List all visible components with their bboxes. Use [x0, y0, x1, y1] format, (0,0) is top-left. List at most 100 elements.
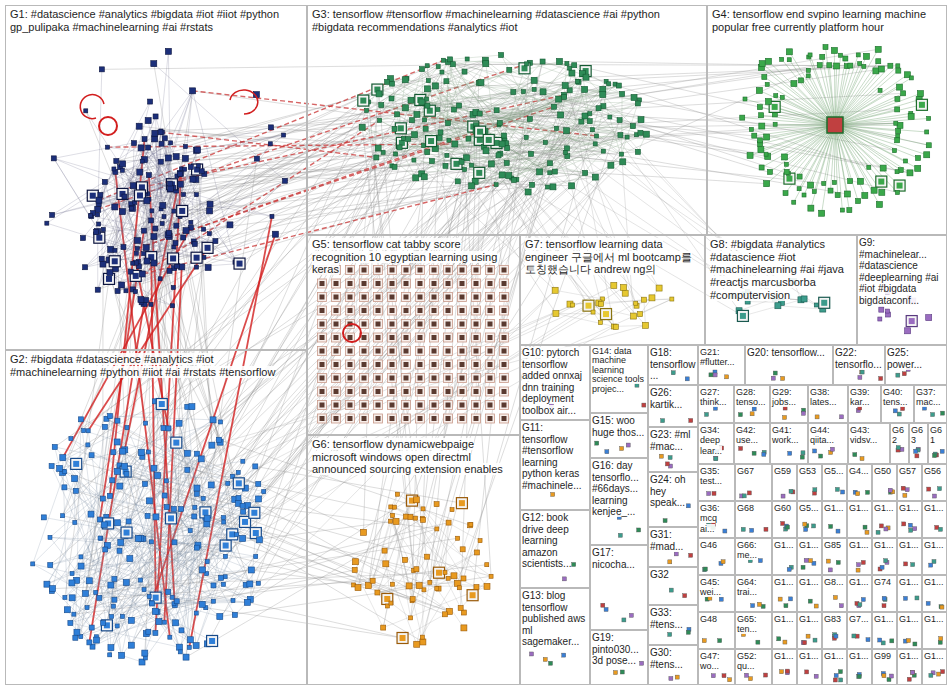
vertex: [582, 113, 588, 119]
vertex: [117, 483, 123, 489]
vertex: [358, 95, 369, 106]
vertex: [499, 141, 505, 147]
vertex: [72, 476, 78, 482]
vertex-image: [112, 258, 118, 264]
vertex: [135, 535, 141, 541]
tie-line: [70, 545, 198, 623]
vertex: [268, 142, 272, 146]
vertex: [207, 635, 218, 646]
vertex: [426, 79, 430, 83]
vertex: [108, 653, 112, 657]
vertex: [158, 277, 162, 281]
vertex: [196, 164, 200, 168]
tie-line: [65, 472, 450, 612]
tie-line: [74, 479, 75, 523]
tie-line: [115, 92, 514, 207]
tie-line: [88, 248, 207, 431]
vertex: [168, 185, 174, 191]
vertex: [782, 154, 788, 160]
tie-line: [161, 91, 193, 162]
tie-line: [743, 300, 801, 316]
vertex: [192, 242, 197, 247]
tie-line: [825, 47, 835, 125]
vertex: [767, 169, 772, 174]
vertex: [429, 159, 434, 164]
vertex: [107, 493, 112, 498]
vertex: [548, 161, 553, 166]
vertex: [857, 178, 863, 184]
tie-line: [114, 169, 191, 222]
tie-line: [622, 103, 638, 154]
vertex: [601, 104, 606, 109]
tie-line: [111, 506, 243, 585]
tie-line: [354, 494, 398, 585]
tie-line: [567, 64, 578, 82]
tie-line: [106, 419, 245, 488]
tie-line: [405, 67, 438, 108]
tie-line: [835, 123, 896, 125]
vertex: [73, 635, 78, 640]
vertex: [44, 581, 50, 587]
vertex: [142, 588, 146, 592]
vertex: [122, 194, 127, 199]
tie-line: [835, 125, 898, 136]
vertex: [759, 61, 765, 67]
tie-line: [108, 523, 250, 599]
vertex: [48, 535, 52, 539]
vertex: [151, 234, 157, 240]
vertex: [160, 222, 164, 226]
tie-line: [53, 445, 88, 589]
vertex: [61, 514, 65, 518]
vertex: [182, 193, 186, 197]
vertex: [98, 536, 102, 540]
vertex: [904, 159, 908, 163]
tie-line: [85, 209, 161, 267]
vertex: [759, 113, 764, 118]
tie-line: [835, 125, 865, 195]
vertex: [190, 88, 196, 94]
vertex: [83, 265, 88, 270]
tie-line: [445, 572, 476, 587]
vertex: [494, 183, 498, 187]
vertex: [436, 108, 440, 112]
tie-line: [390, 521, 463, 628]
vertex: [496, 153, 501, 158]
tie-line: [393, 515, 464, 578]
tie-line: [392, 62, 449, 98]
tie-line: [93, 570, 252, 647]
vertex: [140, 159, 144, 163]
vertex-image: [133, 273, 139, 279]
tie-line: [197, 144, 271, 258]
vertex: [528, 151, 533, 156]
vertex: [375, 145, 381, 151]
vertex: [385, 79, 390, 84]
tie-line: [110, 416, 213, 420]
tie-line: [193, 91, 235, 262]
vertex: [177, 171, 182, 176]
vertex: [167, 186, 173, 192]
tie-line: [835, 125, 900, 186]
vertex: [455, 179, 460, 184]
vertex: [114, 439, 120, 445]
vertex-image: [786, 176, 792, 182]
vertex: [502, 133, 507, 138]
tie-line: [63, 458, 180, 652]
tie-line: [102, 116, 156, 258]
vertex: [806, 68, 810, 72]
vertex: [812, 190, 816, 194]
vertex: [765, 82, 769, 86]
vertex: [117, 188, 128, 199]
tie-line: [835, 78, 911, 125]
vertex: [177, 170, 183, 176]
vertex: [62, 485, 67, 490]
vertex: [89, 214, 93, 218]
tie-line: [52, 184, 180, 215]
vertex: [49, 464, 54, 469]
tie-line: [835, 125, 842, 210]
tie-line: [72, 570, 251, 583]
vertex: [60, 455, 66, 461]
vertex: [834, 63, 840, 69]
vertex-image: [360, 98, 366, 104]
tie-line: [55, 447, 103, 499]
vertex: [70, 572, 74, 576]
